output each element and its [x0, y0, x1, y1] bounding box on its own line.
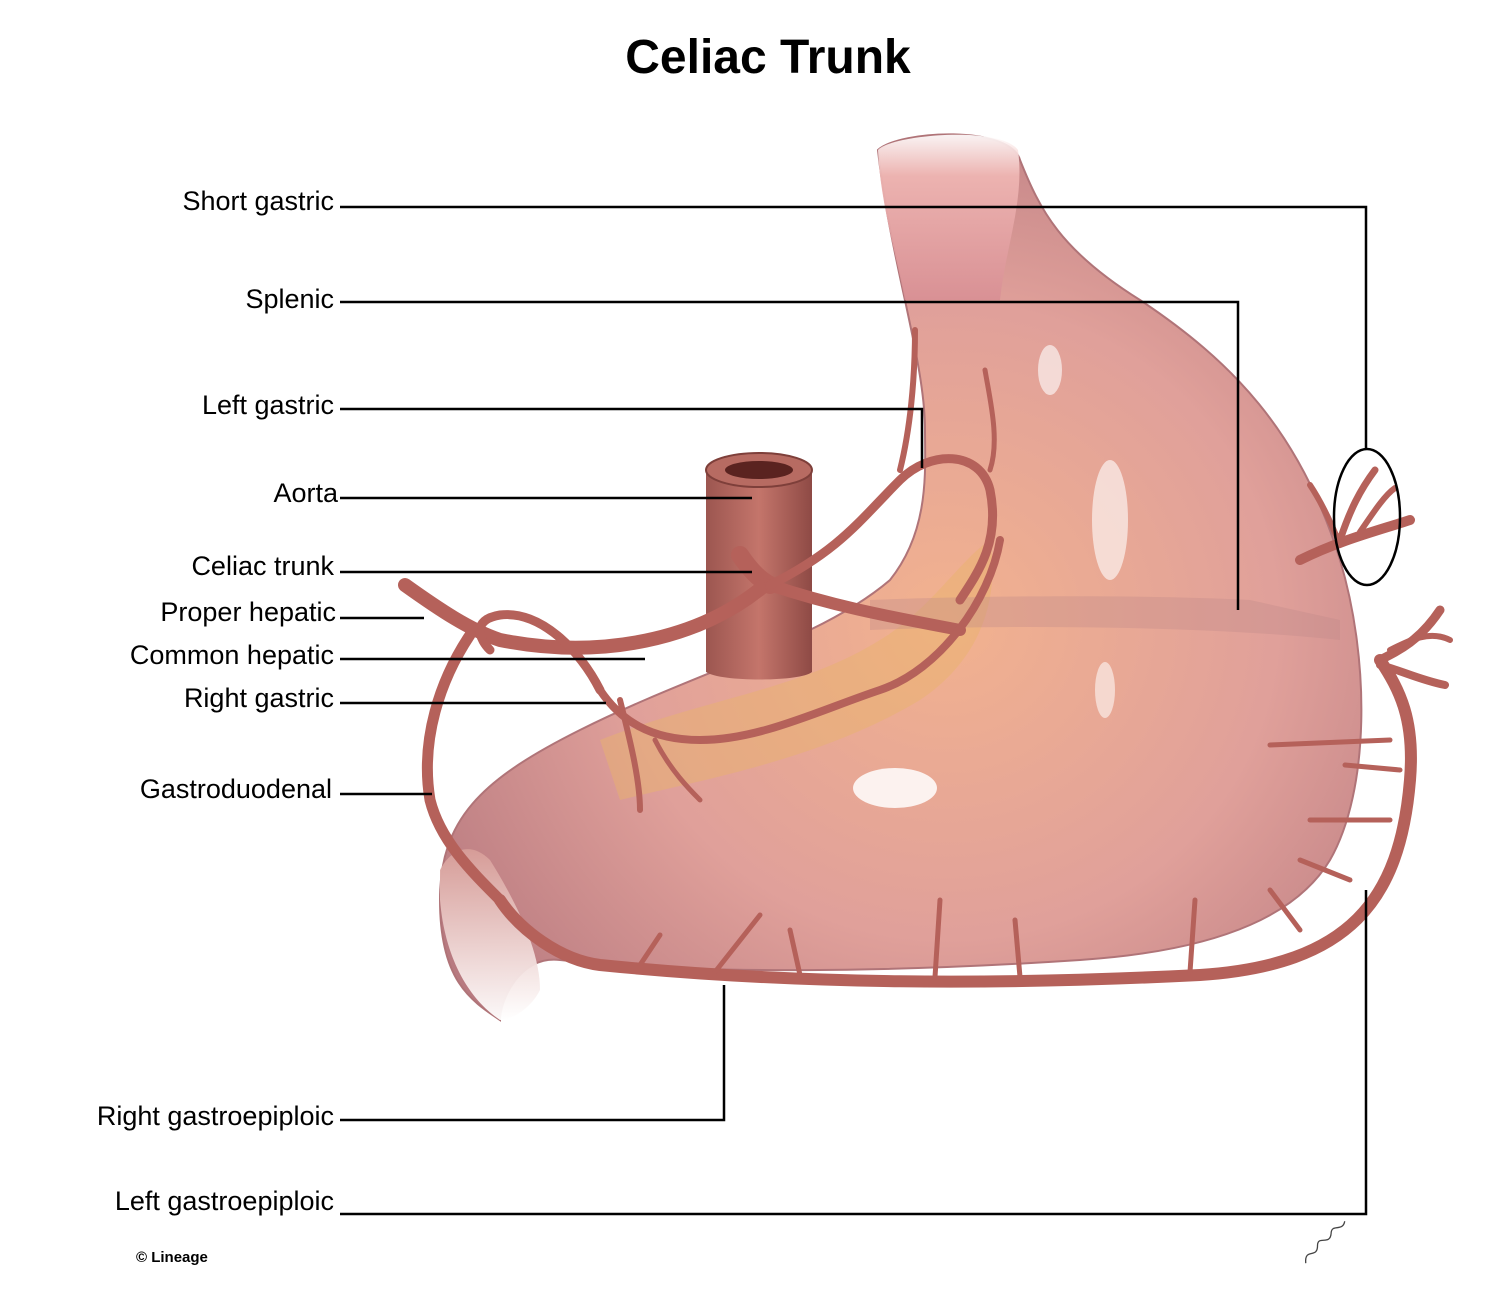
- leader-left-gastroepiploic: [340, 890, 1368, 1216]
- leader-splenic: [340, 300, 1240, 610]
- lesser-curvature-fat: [600, 540, 993, 800]
- artist-signature: [1305, 1221, 1346, 1264]
- label-right-gastric: Right gastric: [183, 683, 334, 713]
- label-left-gastric: Left gastric: [201, 390, 334, 420]
- label-proper-hepatic: Proper hepatic: [160, 597, 336, 627]
- stomach-highlight: [1092, 460, 1128, 580]
- label-gastroduodenal: Gastroduodenal: [139, 774, 332, 804]
- stomach-highlight: [1095, 662, 1115, 718]
- leader-short-gastric: [340, 205, 1368, 448]
- copyright-notice: © Lineage: [136, 1249, 208, 1266]
- esophagus: [878, 134, 1020, 300]
- pylorus: [440, 849, 540, 1020]
- label-splenic: Splenic: [245, 284, 334, 314]
- leader-left-gastric: [340, 407, 924, 468]
- stomach-highlight: [853, 768, 937, 808]
- label-left-gastroepiploic: Left gastroepiploic: [114, 1186, 334, 1216]
- label-right-gastroepiploic: Right gastroepiploic: [96, 1101, 334, 1131]
- label-celiac-trunk: Celiac trunk: [191, 551, 334, 581]
- stomach-highlight: [1038, 345, 1062, 395]
- short-gastric-circle: [1332, 447, 1402, 587]
- label-short-gastric: Short gastric: [182, 186, 334, 216]
- splenic-band: [870, 596, 1340, 640]
- leader-right-gastroepiploic: [340, 985, 726, 1122]
- label-common-hepatic: Common hepatic: [129, 640, 334, 670]
- diagram-title: Celiac Trunk: [625, 31, 911, 84]
- arteries: [398, 327, 1453, 988]
- leader-lines: [340, 205, 1402, 1216]
- label-aorta: Aorta: [273, 478, 338, 508]
